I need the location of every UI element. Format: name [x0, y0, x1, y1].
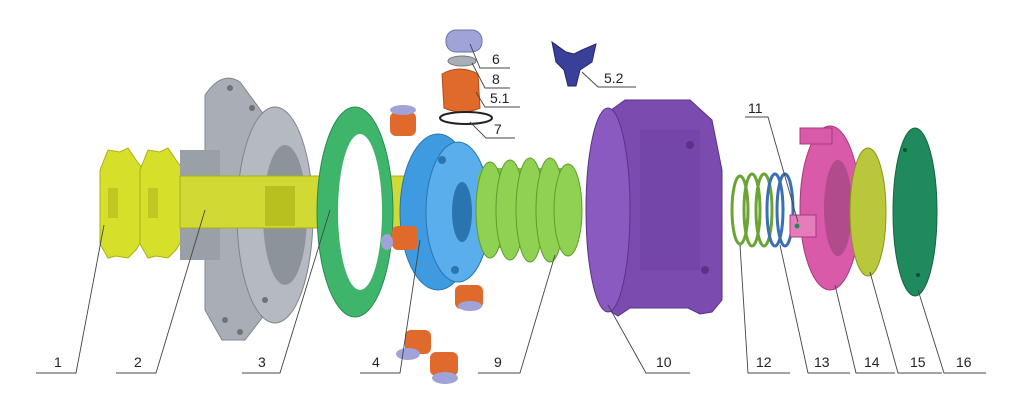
leader-14 [834, 284, 895, 374]
piston-b [381, 226, 418, 250]
leader-16 [917, 289, 986, 374]
label-3: 3 [258, 354, 266, 370]
piston-d [396, 330, 431, 360]
label-7: 7 [494, 121, 502, 137]
part-13-coil-spring [765, 172, 795, 248]
label-2: 2 [134, 354, 142, 370]
label-10: 10 [656, 354, 672, 370]
label-4: 4 [372, 354, 380, 370]
label-6: 6 [492, 51, 500, 67]
leader-3 [242, 209, 331, 374]
leader-5-1 [475, 91, 520, 108]
leader-11 [745, 116, 799, 223]
leader-lines [36, 43, 986, 374]
piston-c [455, 285, 483, 311]
label-5-1: 5.1 [490, 90, 510, 106]
leader-10 [607, 304, 690, 374]
leader-12 [739, 244, 790, 374]
label-9: 9 [494, 354, 502, 370]
label-14: 14 [864, 354, 880, 370]
label-15: 15 [910, 354, 926, 370]
label-8: 8 [492, 71, 500, 87]
leader-9 [478, 254, 556, 374]
part-12-coil-spring [730, 172, 774, 248]
label-16: 16 [956, 354, 972, 370]
leader-7 [469, 121, 515, 139]
part-7-o-ring [439, 111, 493, 125]
leader-2 [116, 209, 206, 374]
part-6-pin [445, 29, 483, 53]
leader-4 [360, 239, 421, 374]
piston-group [381, 105, 483, 384]
label-5-2: 5.2 [604, 70, 624, 86]
piston-e [430, 352, 458, 384]
part-5-1-piston [441, 68, 481, 113]
part-14-distributor [789, 125, 861, 291]
leader-1 [36, 224, 105, 374]
leader-13 [779, 244, 850, 374]
label-13: 13 [814, 354, 830, 370]
label-11: 11 [748, 100, 763, 116]
part-3-ring [316, 106, 394, 318]
leader-5-2 [581, 71, 636, 88]
leader-6 [469, 43, 510, 69]
leader-8 [471, 62, 510, 89]
part-8-washer [447, 55, 477, 67]
label-12: 12 [756, 354, 772, 370]
piston-a [390, 105, 416, 136]
part-1-sprockets [99, 147, 184, 259]
part-9-spring-assembly [475, 157, 583, 263]
part-labels: 1 2 3 4 9 10 12 13 14 15 16 6 8 5.1 7 5.… [54, 51, 972, 370]
part-4-body [399, 133, 491, 291]
part-16-cover [892, 127, 938, 297]
part-5-2-fork [551, 40, 597, 87]
part-15-plate [849, 147, 887, 277]
leader-15 [869, 271, 942, 374]
label-1: 1 [54, 354, 62, 370]
part-10-housing [585, 99, 723, 317]
